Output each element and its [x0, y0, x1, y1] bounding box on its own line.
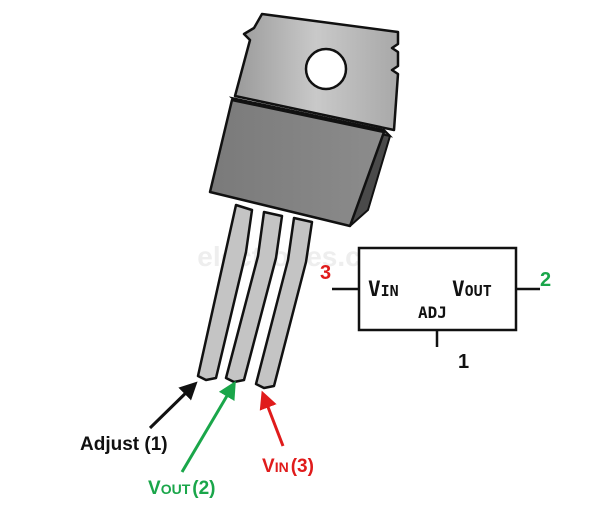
vin-arrow — [259, 390, 285, 447]
pin-number-2: 2 — [540, 269, 551, 291]
lead-vout — [224, 210, 284, 384]
lead-adjust — [196, 203, 254, 382]
vin-label: VIN(3) — [262, 456, 314, 477]
adjust-label: Adjust (1) — [80, 434, 168, 455]
pin-number-1: 1 — [458, 351, 469, 373]
symbol-adj-label: ADJ — [418, 303, 447, 322]
symbol-vin-label: VIN — [368, 277, 399, 301]
pin-number-3: 3 — [320, 262, 331, 284]
regulator-symbol: VIN VOUT ADJ 3 2 1 — [320, 246, 551, 373]
symbol-vout-label: VOUT — [452, 277, 492, 301]
vout-arrow — [180, 380, 236, 473]
to220-package — [196, 12, 400, 390]
adjust-arrow — [148, 381, 198, 430]
mounting-hole — [304, 47, 348, 91]
body-front — [208, 98, 386, 228]
lead-vin — [254, 216, 314, 390]
vout-label: VOUT(2) — [148, 478, 215, 499]
